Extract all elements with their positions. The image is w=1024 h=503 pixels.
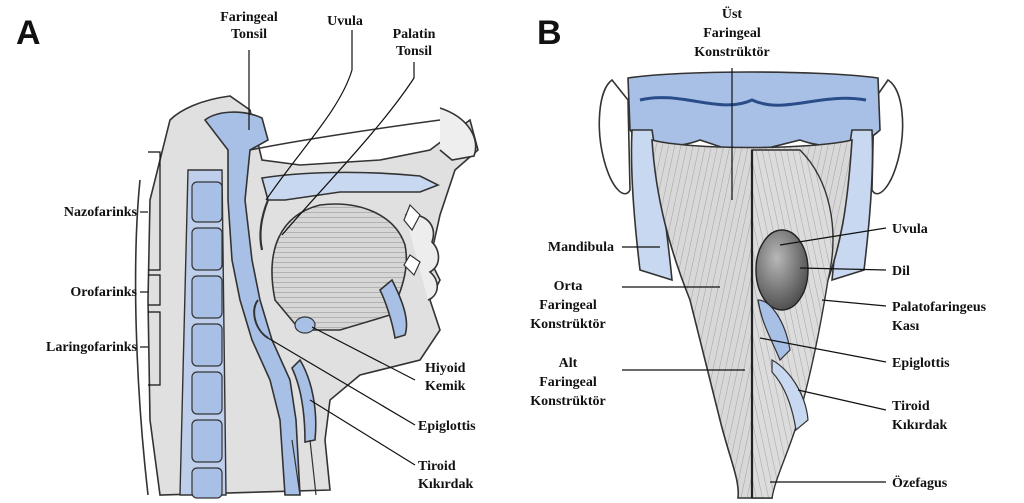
label-text: Alt bbox=[559, 356, 578, 371]
label-text: Tonsil bbox=[396, 44, 432, 59]
label-text: Faringeal bbox=[703, 26, 761, 41]
label-uvula-b: Uvula bbox=[892, 222, 928, 237]
label-text: Tonsil bbox=[231, 27, 267, 42]
panel-b: B bbox=[530, 5, 986, 498]
label-nazofarinks: Nazofarinks bbox=[64, 205, 138, 220]
label-palatin-tonsil: Palatin Tonsil bbox=[393, 27, 436, 59]
left-ear bbox=[599, 80, 630, 194]
label-epiglottis-b: Epiglottis bbox=[892, 356, 950, 371]
label-text: Faringeal bbox=[220, 10, 278, 25]
neck-skin-line bbox=[136, 180, 148, 495]
label-text: Kıkırdak bbox=[892, 418, 947, 433]
label-text: Faringeal bbox=[539, 375, 597, 390]
label-text: Kıkırdak bbox=[418, 477, 473, 492]
hyoid-bone bbox=[295, 317, 315, 333]
label-palatofaringeus-kasi: Palatofaringeus Kası bbox=[892, 300, 987, 334]
panel-b-letter: B bbox=[537, 14, 562, 52]
label-text: Konstrüktör bbox=[694, 45, 769, 60]
label-text: Hiyoid bbox=[425, 361, 466, 376]
skull-base bbox=[628, 72, 880, 150]
vertebral-column bbox=[180, 170, 226, 498]
label-orta-faringeal-konstruktor: Orta Faringeal Konstrüktör bbox=[530, 279, 605, 332]
label-text: Konstrüktör bbox=[530, 394, 605, 409]
label-laringofarinks: Laringofarinks bbox=[46, 340, 138, 355]
label-ust-faringeal-konstruktor: Üst Faringeal Konstrüktör bbox=[694, 5, 769, 60]
label-faringeal-tonsil: Faringeal Tonsil bbox=[220, 10, 278, 42]
label-mandibula: Mandibula bbox=[548, 240, 614, 255]
label-ozefagus: Özefagus bbox=[892, 474, 948, 491]
label-text: Orta bbox=[554, 279, 583, 294]
label-text: Tiroid bbox=[418, 459, 456, 474]
label-uvula-a: Uvula bbox=[327, 14, 363, 29]
label-text: Kası bbox=[892, 319, 919, 334]
nasal-roof bbox=[250, 120, 440, 150]
panel-a: A bbox=[16, 10, 478, 498]
panel-a-letter: A bbox=[16, 14, 41, 52]
label-text: Kemik bbox=[425, 379, 466, 394]
label-text: Konstrüktör bbox=[530, 317, 605, 332]
nose bbox=[440, 108, 476, 160]
label-tiroid-kikirdak-a: Tiroid Kıkırdak bbox=[418, 459, 473, 492]
label-dil: Dil bbox=[892, 264, 910, 279]
label-text: Üst bbox=[722, 5, 743, 22]
label-text: Faringeal bbox=[539, 298, 597, 313]
label-orofarinks: Orofarinks bbox=[70, 285, 137, 300]
label-tiroid-kikirdak-b: Tiroid Kıkırdak bbox=[892, 399, 947, 433]
label-text: Palatin bbox=[393, 27, 436, 42]
label-epiglottis-a: Epiglottis bbox=[418, 419, 476, 434]
label-alt-faringeal-konstruktor: Alt Faringeal Konstrüktör bbox=[530, 356, 605, 409]
label-hiyoid-kemik: Hiyoid Kemik bbox=[425, 361, 466, 394]
label-text: Tiroid bbox=[892, 399, 930, 414]
label-text: Palatofaringeus bbox=[892, 300, 987, 315]
label-text: Uvula bbox=[327, 14, 363, 29]
